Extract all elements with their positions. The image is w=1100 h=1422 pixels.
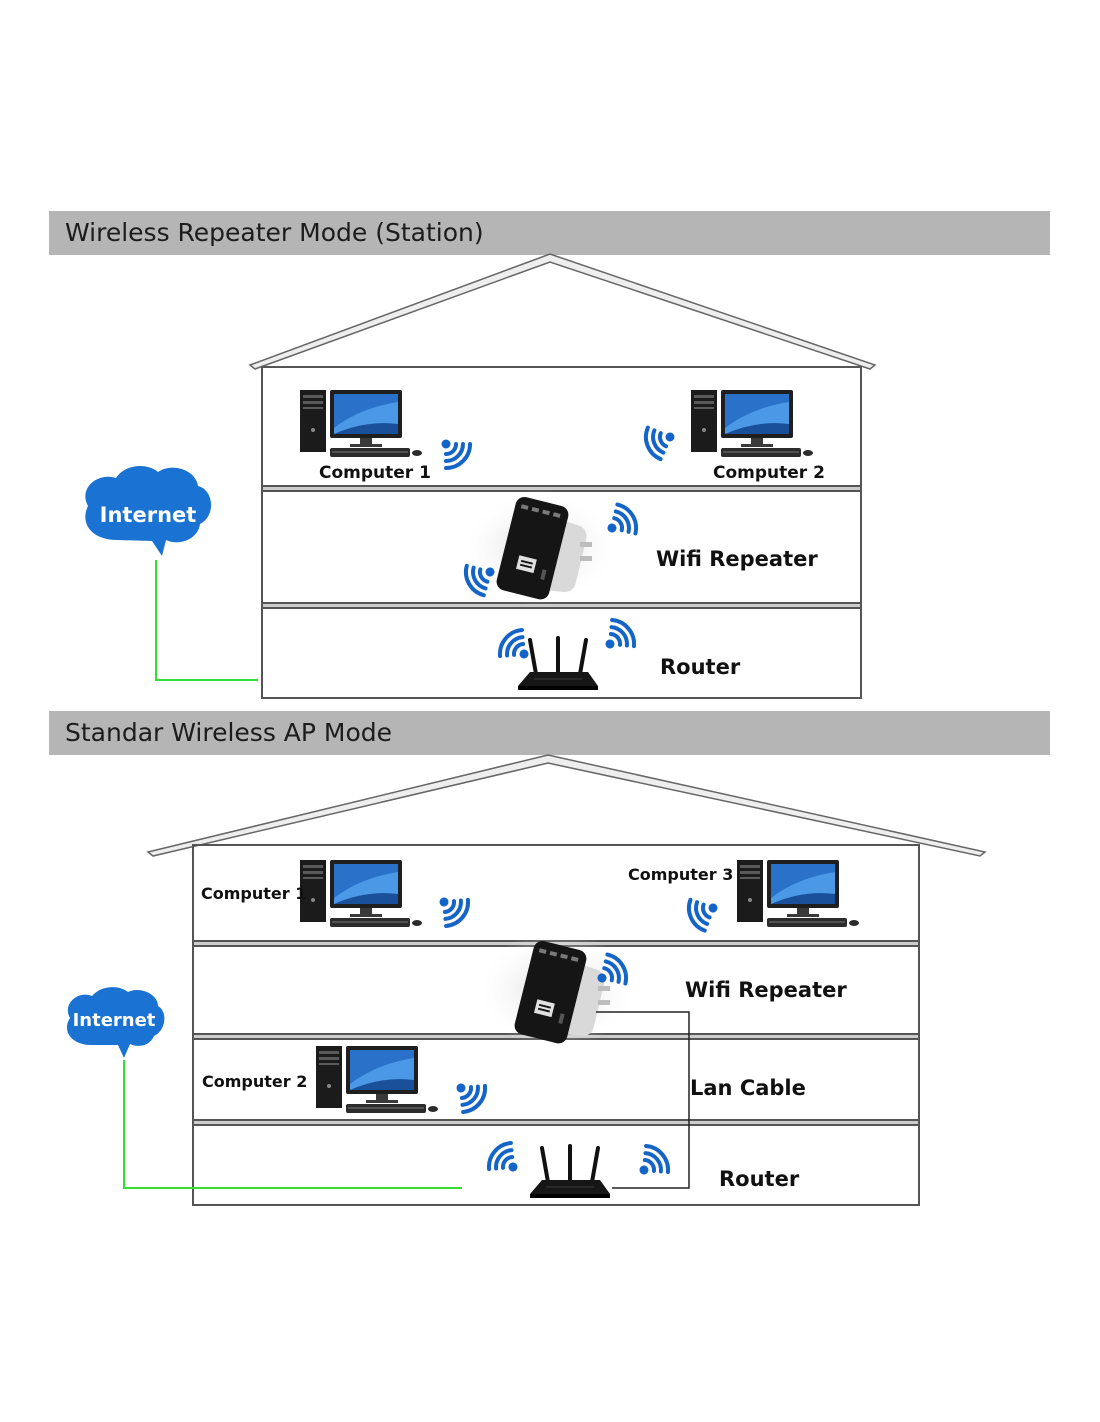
diagram-1-house: [248, 253, 877, 699]
computer-1-label: Computer 1: [319, 463, 431, 483]
internet-cloud: Internet: [85, 466, 212, 556]
wifi-repeater-label: Wifi Repeater: [656, 547, 818, 571]
computer-2-icon: [690, 389, 814, 458]
internet-label: Internet: [100, 503, 197, 527]
internet-cloud: Internet: [66, 987, 165, 1058]
wifi-signal-icon: [431, 429, 475, 473]
computer-3-label: Computer 3: [628, 865, 733, 884]
wifi-signal-icon: [639, 417, 683, 464]
router-icon: [516, 636, 600, 692]
wifi-repeater-label: Wifi Repeater: [685, 978, 847, 1002]
lan-cable-label: Lan Cable: [690, 1076, 806, 1100]
diagram-2-title: Standar Wireless AP Mode: [49, 711, 1050, 755]
diagram-1-title: Wireless Repeater Mode (Station): [49, 211, 1050, 255]
wifi-signal-icon: [593, 613, 642, 662]
wifi-signal-icon: [627, 1139, 676, 1188]
router-label: Router: [660, 655, 741, 679]
wifi-signal-icon: [444, 1070, 493, 1119]
router-icon: [528, 1144, 612, 1200]
computer-2-label: Computer 2: [202, 1072, 307, 1091]
computer-1-icon: [299, 389, 423, 458]
wifi-signal-icon: [481, 1136, 530, 1185]
computer-2-icon: [315, 1045, 439, 1114]
internet-connection-line: [123, 1060, 462, 1189]
computer-1-label: Computer 1: [201, 884, 306, 903]
wifi-signal-icon: [427, 884, 476, 933]
lan-cable-line: [596, 1011, 690, 1189]
router-label: Router: [719, 1167, 800, 1191]
wifi-signal-icon: [682, 888, 727, 936]
internet-label: Internet: [73, 1010, 156, 1031]
internet-connection-line: [155, 560, 258, 681]
computer-1-icon: [299, 859, 423, 928]
computer-3-icon: [736, 859, 860, 928]
computer-2-label: Computer 2: [713, 463, 825, 483]
